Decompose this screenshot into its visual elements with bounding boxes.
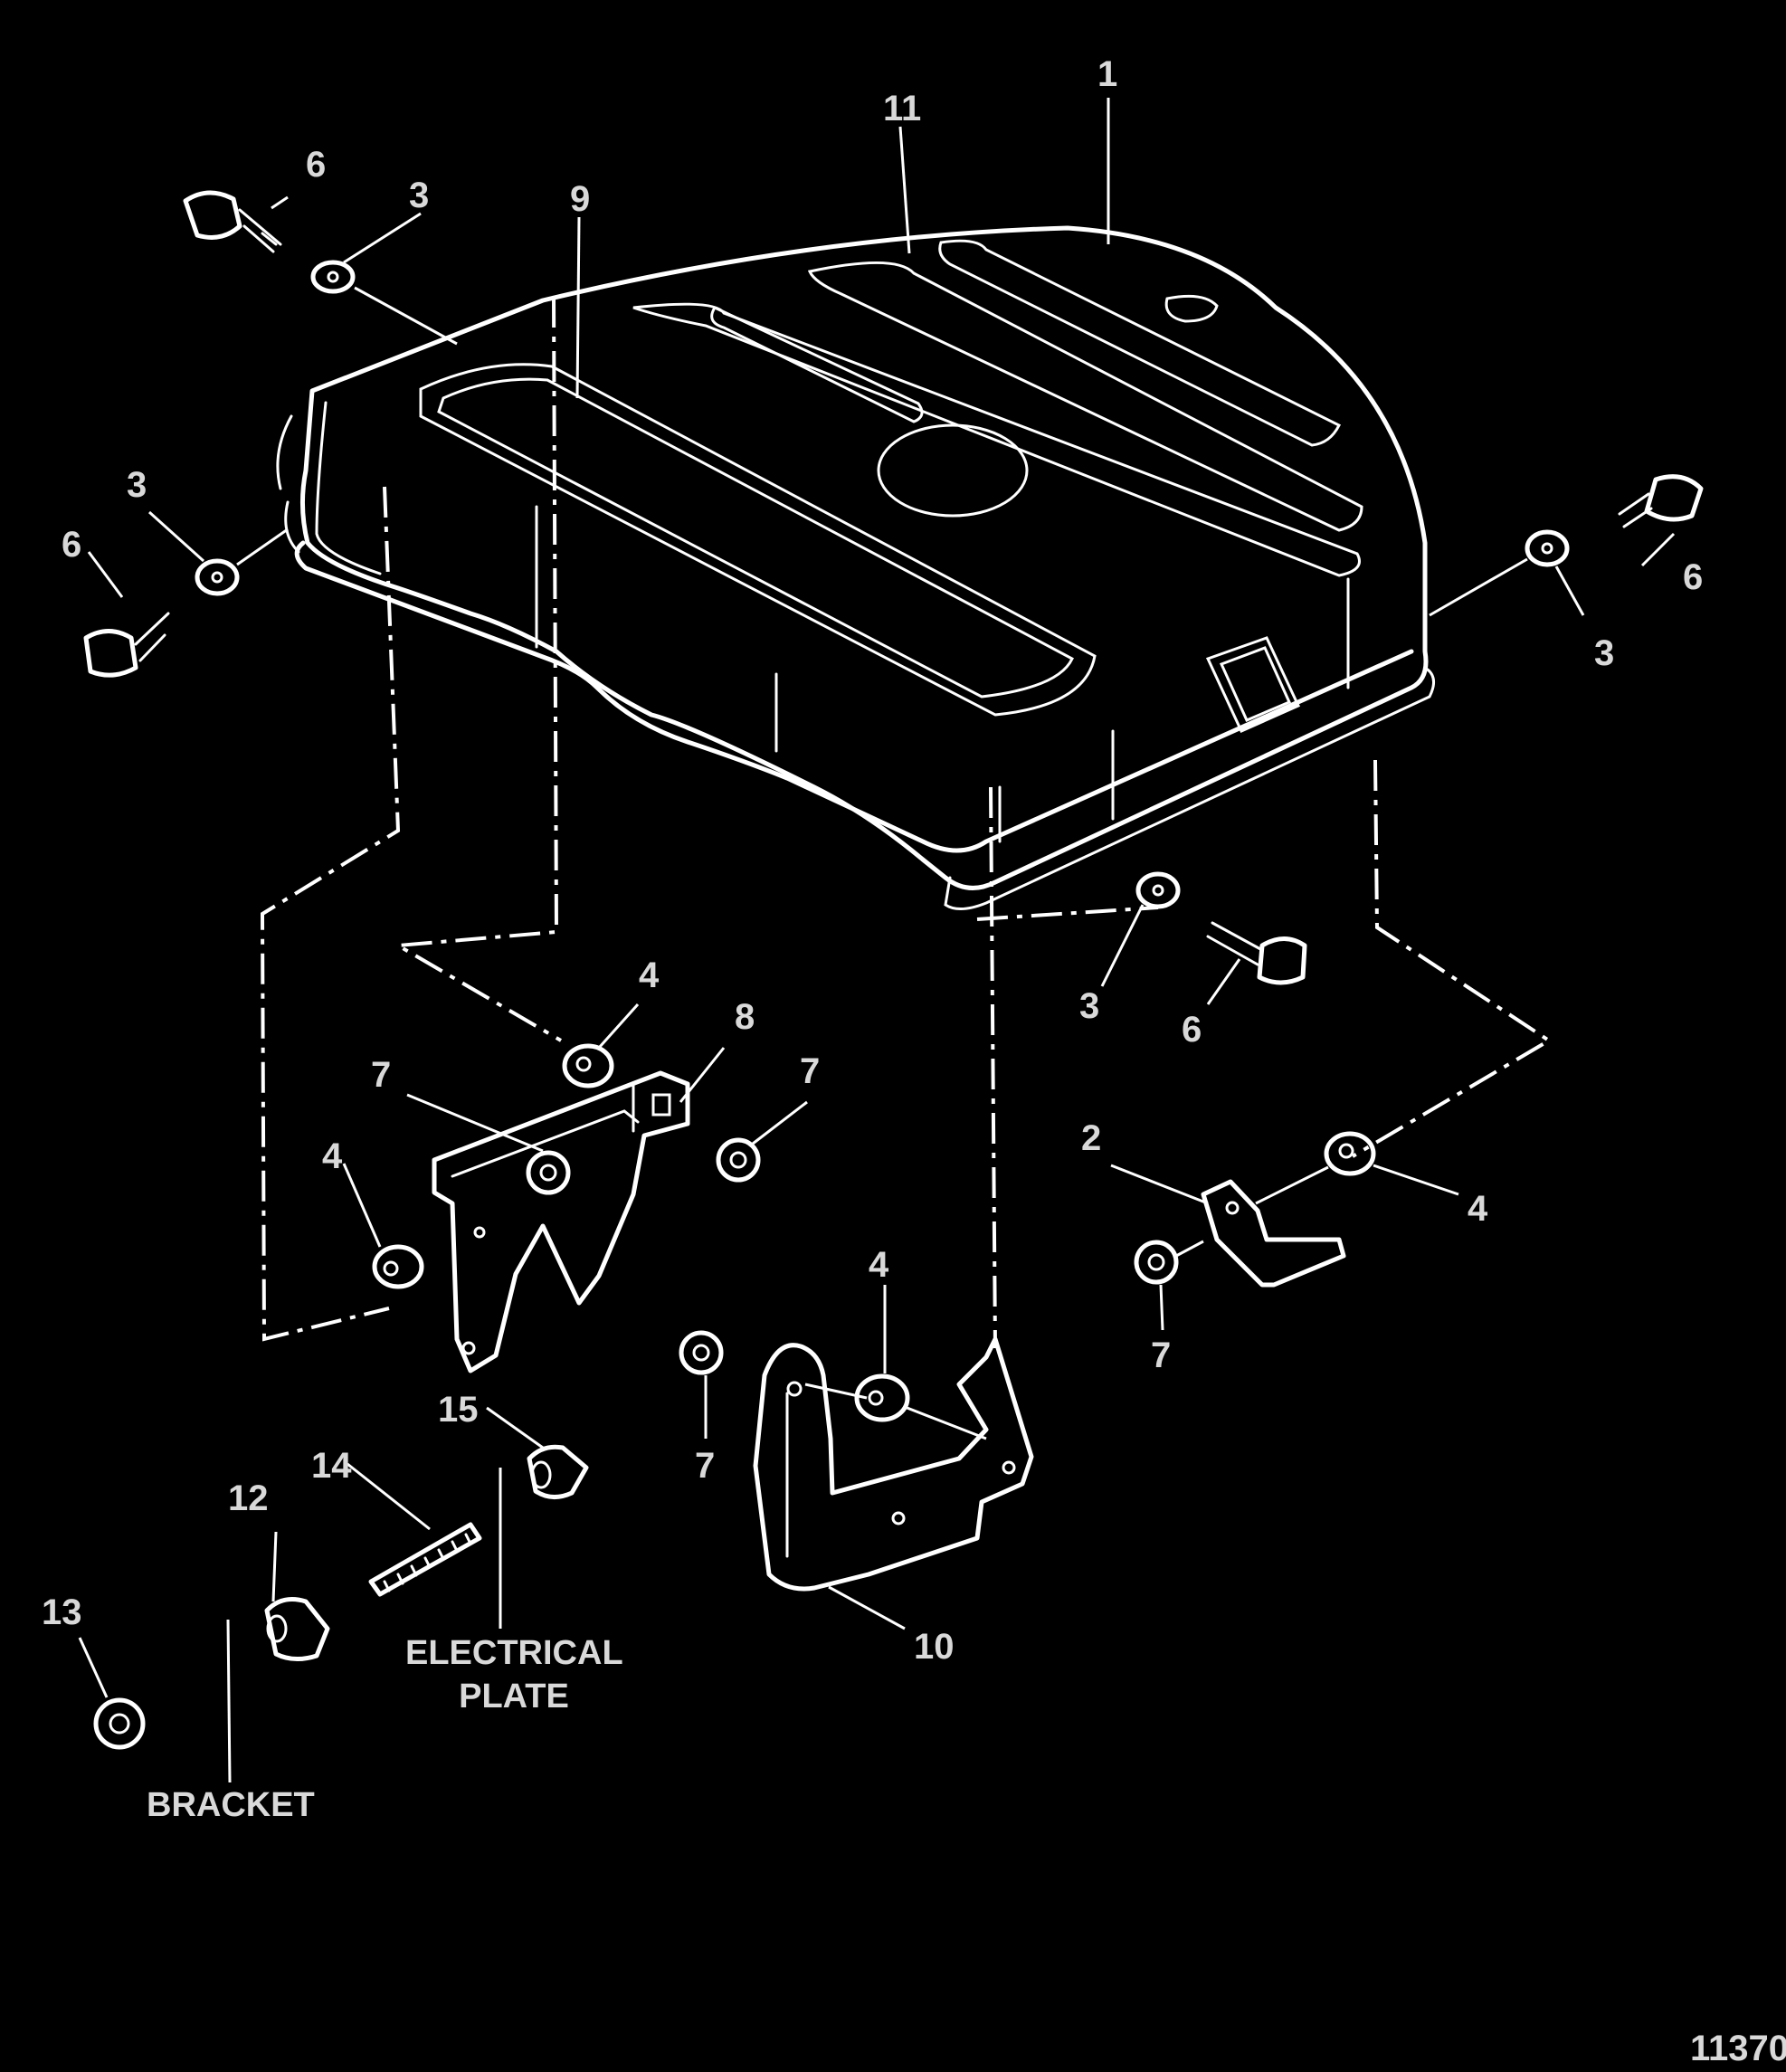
callout-7-left: 7	[371, 1055, 392, 1095]
callout-6-upper-left: 6	[306, 145, 327, 185]
grommets	[372, 1043, 1376, 1422]
electrical-plate-label-line1: ELECTRICAL	[405, 1634, 623, 1672]
callout-13: 13	[42, 1592, 82, 1632]
callout-6-right: 6	[1683, 557, 1704, 597]
callout-3-upper-left: 3	[409, 176, 430, 215]
screw-washer-upper-left	[183, 190, 458, 346]
callout-7-lower: 7	[695, 1446, 716, 1486]
callout-3-right: 3	[1594, 633, 1615, 673]
callout-9: 9	[570, 179, 591, 219]
callout-6-mid-left: 6	[62, 525, 82, 565]
callout-10: 10	[914, 1627, 955, 1667]
callout-4-right: 4	[1468, 1189, 1488, 1229]
callout-3-mid-left: 3	[127, 465, 147, 505]
callout-4-upper: 4	[639, 955, 660, 995]
assembly-lines	[260, 296, 1553, 1349]
screw-washer-lower-right	[1135, 871, 1307, 985]
leader-lines	[78, 98, 1676, 1783]
callout-3-lower-right: 3	[1079, 986, 1100, 1026]
bracket-part-2	[1175, 1165, 1346, 1288]
bracket-label: BRACKET	[147, 1786, 315, 1824]
callout-12: 12	[228, 1478, 269, 1518]
callout-6-lower-right: 6	[1182, 1010, 1202, 1050]
screw-washer-mid-left	[83, 528, 289, 678]
screw-washer-right	[1429, 474, 1704, 617]
electrical-plate-label-line2: PLATE	[459, 1678, 569, 1716]
callout-4-lower: 4	[869, 1245, 889, 1285]
callout-7-right: 7	[1151, 1335, 1172, 1375]
callout-15: 15	[438, 1390, 479, 1430]
small-hardware	[264, 1444, 589, 1661]
electrical-plate-part-10	[753, 1336, 1034, 1592]
callout-8: 8	[735, 997, 755, 1037]
callout-11: 11	[883, 89, 922, 128]
callout-1: 1	[1097, 54, 1118, 94]
bracket-part-8	[432, 1070, 690, 1373]
nuts	[93, 1137, 1179, 1750]
callout-2: 2	[1081, 1118, 1102, 1158]
callout-4-left: 4	[322, 1136, 343, 1176]
cover-part	[276, 225, 1435, 910]
electrical-plate-label: ELECTRICAL PLATE	[405, 1634, 623, 1716]
callout-7-center: 7	[800, 1051, 821, 1091]
callout-14: 14	[311, 1446, 352, 1486]
figure-number: 11370	[1690, 2029, 1786, 2068]
